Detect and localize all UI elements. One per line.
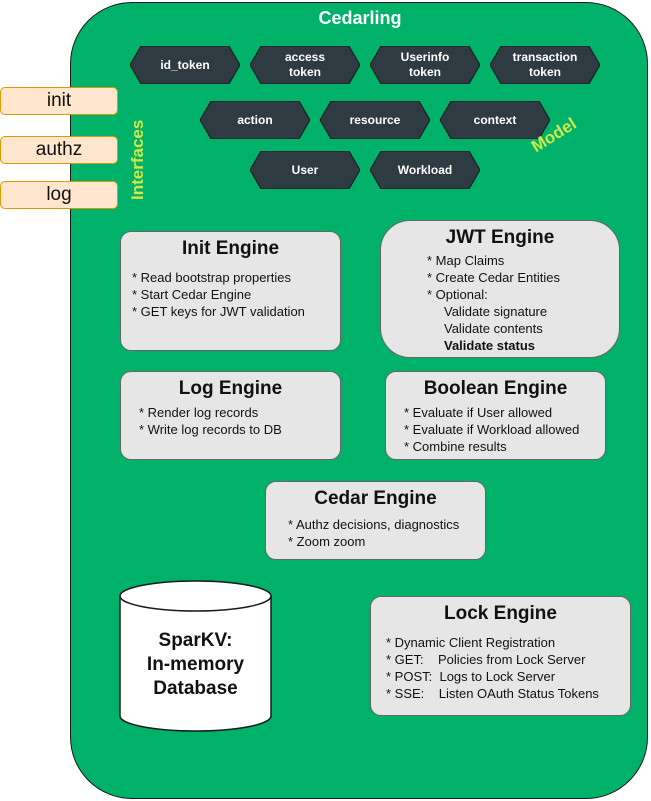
database-label: SparKV:: [158, 630, 233, 651]
hex-label-line2: token: [528, 65, 561, 79]
cedarling-title: Cedarling: [318, 8, 402, 28]
cedar-engine: Cedar Engine * Authz decisions, diagnost…: [265, 481, 486, 560]
boolean-engine-line: * Combine results: [404, 439, 507, 454]
hex-label-line2: token: [288, 65, 321, 79]
database-label: In-memory: [146, 654, 245, 675]
hex-label: Workload: [397, 162, 453, 177]
interface-authz[interactable]: authz: [0, 136, 118, 164]
hexagon-shape: [370, 46, 480, 84]
interface-init[interactable]: init: [0, 87, 118, 115]
interface-log[interactable]: log: [0, 181, 118, 209]
jwt-engine: JWT Engine * Map Claims * Create Cedar E…: [380, 220, 620, 358]
cedar-engine-title: Cedar Engine: [314, 488, 437, 509]
hex-label: context: [473, 112, 517, 127]
hex-label: Userinfo: [400, 50, 450, 64]
hex-label: access: [284, 50, 326, 64]
model-user: User: [250, 151, 360, 189]
model-context: context: [440, 101, 550, 139]
hexagon-shape: [490, 46, 600, 84]
interface-label: init: [46, 90, 72, 111]
hexagon-shape: [130, 46, 240, 84]
hexagon-shape: [320, 101, 430, 139]
hexagon-shape: [250, 151, 360, 189]
hex-label: User: [291, 162, 319, 177]
interface-label: log: [46, 184, 72, 205]
hex-label: transaction: [512, 50, 578, 64]
cedar-engine-line: * Authz decisions, diagnostics: [288, 517, 460, 532]
hexagon-shape: [370, 151, 480, 189]
hex-label: action: [237, 112, 273, 127]
model-action: action: [200, 101, 310, 139]
init-engine-line: * GET keys for JWT validation: [132, 304, 305, 319]
jwt-engine-line: * Create Cedar Entities: [427, 270, 560, 285]
lock-engine: Lock Engine * Dynamic Client Registratio…: [370, 596, 631, 716]
interfaces-label: Interfaces: [128, 119, 147, 200]
jwt-engine-line: * Map Claims: [427, 253, 505, 268]
jwt-engine-line: Validate signature: [444, 304, 548, 319]
log-engine-line: * Write log records to DB: [139, 422, 282, 437]
hex-label-line2: token: [408, 65, 441, 79]
log-engine-title: Log Engine: [178, 378, 283, 399]
hex-label: resource: [349, 112, 401, 127]
log-engine-line: * Render log records: [139, 405, 259, 420]
lock-engine-line: * GET: Policies from Lock Server: [386, 652, 586, 667]
jwt-engine-title: JWT Engine: [445, 227, 555, 248]
lock-engine-line: * Dynamic Client Registration: [386, 635, 556, 650]
init-engine-line: * Start Cedar Engine: [132, 287, 252, 302]
lock-engine-title: Lock Engine: [444, 603, 557, 624]
boolean-engine: Boolean Engine * Evaluate if User allowe…: [385, 371, 606, 460]
init-engine-title: Init Engine: [181, 238, 280, 259]
boolean-engine-line: * Evaluate if User allowed: [404, 405, 553, 420]
cedar-engine-line: * Zoom zoom: [288, 534, 366, 549]
jwt-engine-line: * Optional:: [427, 287, 488, 302]
interface-label: authz: [35, 139, 83, 160]
model-resource: resource: [320, 101, 430, 139]
lock-engine-line: * SSE: Listen OAuth Status Tokens: [386, 686, 599, 701]
jwt-engine-line: Validate contents: [444, 321, 543, 336]
init-engine: Init Engine * Read bootstrap properties …: [120, 231, 341, 351]
boolean-engine-line: * Evaluate if Workload allowed: [404, 422, 580, 437]
model-id-token: id_token: [130, 46, 240, 84]
boolean-engine-title: Boolean Engine: [423, 378, 568, 399]
hexagon-shape: [440, 101, 550, 139]
database-label: Database: [153, 678, 238, 699]
database-cylinder-icon: [119, 580, 272, 732]
model-workload: Workload: [370, 151, 480, 189]
jwt-engine-line: Validate status: [444, 338, 536, 353]
sparkv-database: SparKV: In-memory Database: [119, 580, 272, 732]
log-engine: Log Engine * Render log records * Write …: [120, 371, 341, 460]
hexagon-shape: [200, 101, 310, 139]
hex-label: id_token: [160, 57, 210, 72]
hexagon-shape: [250, 46, 360, 84]
init-engine-line: * Read bootstrap properties: [132, 270, 291, 285]
lock-engine-line: * POST: Logs to Lock Server: [386, 669, 556, 684]
